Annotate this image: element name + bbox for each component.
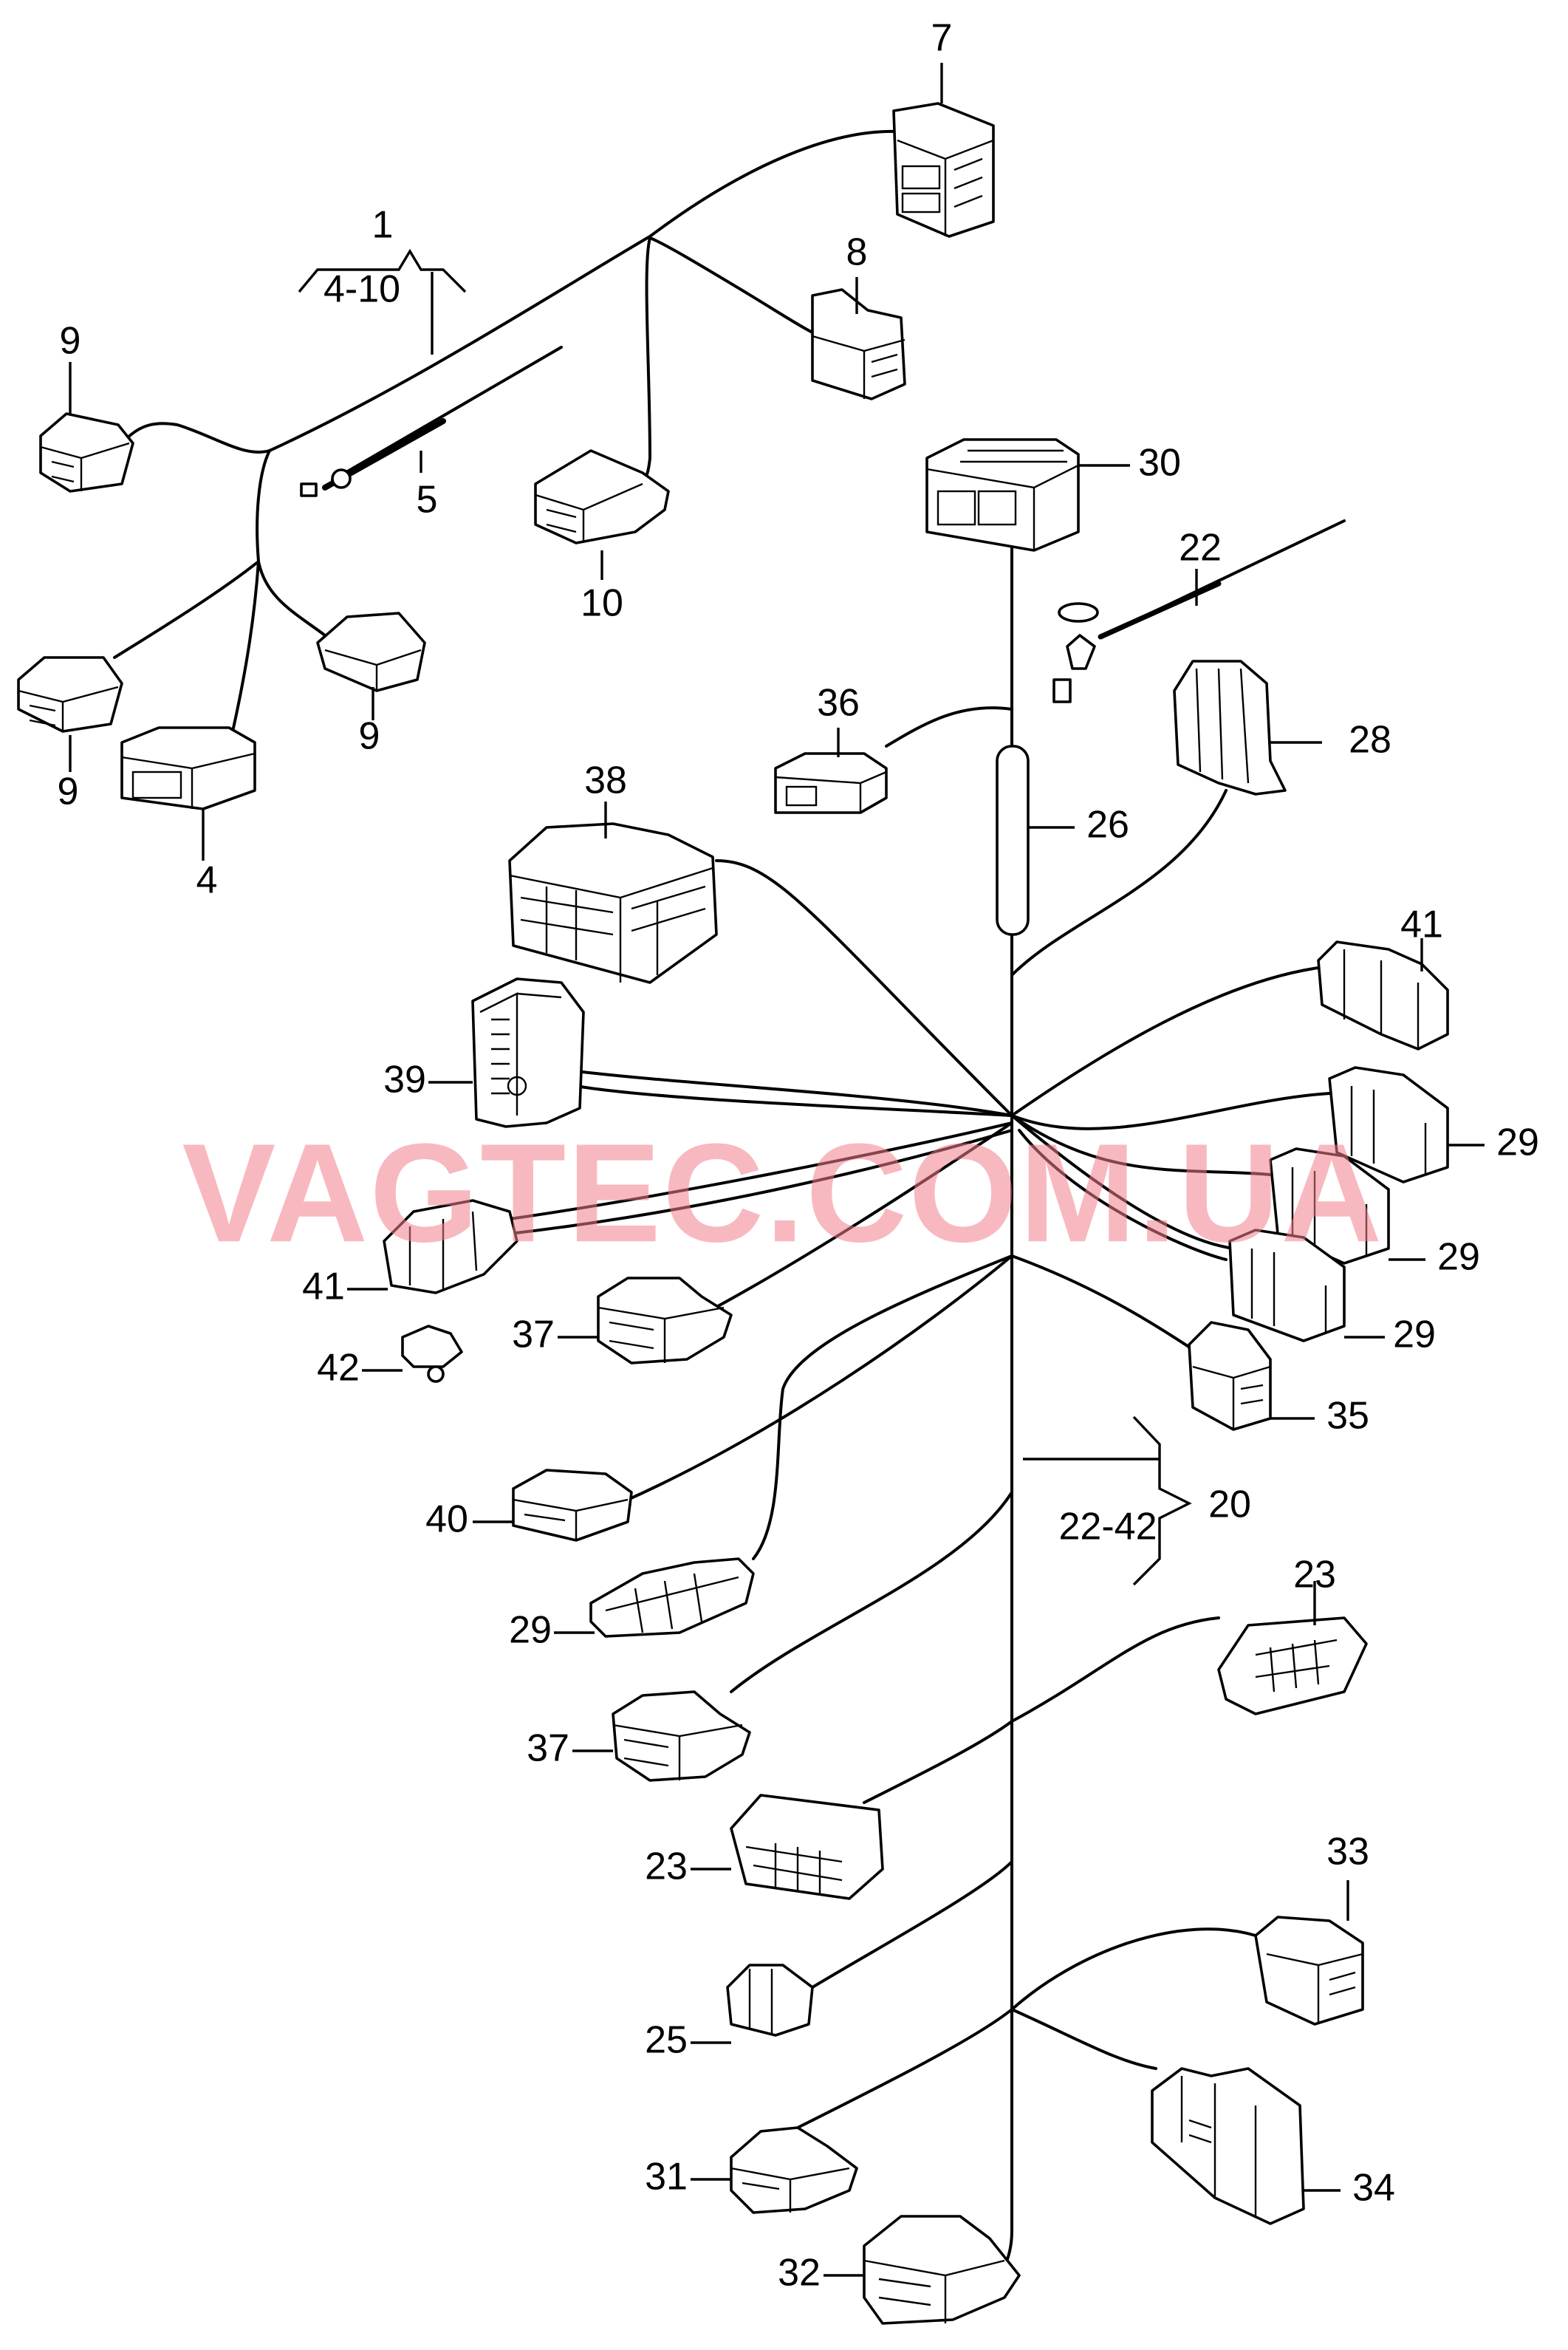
connector-34 [1151, 2067, 1305, 2225]
callout-38: 38 [584, 759, 627, 802]
connector-29-d [589, 1557, 755, 1638]
callout-25: 25 [645, 2019, 688, 2062]
connector-37-b [612, 1690, 751, 1782]
callout-41-b: 41 [302, 1265, 345, 1308]
connector-25 [726, 1964, 814, 2037]
connector-29-c [1228, 1229, 1346, 1342]
connector-23-b [730, 1794, 884, 1900]
connector-7 [892, 102, 995, 238]
group-20-range-label: 22-42 [1059, 1506, 1157, 1548]
callout-9-c: 9 [58, 771, 79, 813]
connector-31 [730, 2126, 858, 2214]
connector-28 [1173, 660, 1287, 796]
callout-28: 28 [1349, 719, 1391, 762]
group-20-bracket [1023, 1415, 1192, 1586]
connector-41-b [383, 1199, 518, 1294]
callout-37-b: 37 [527, 1727, 569, 1770]
connector-37-a [597, 1277, 733, 1364]
connector-23-a [1217, 1616, 1368, 1715]
connector-35 [1188, 1321, 1272, 1431]
connector-9-b [316, 612, 426, 692]
callout-29-a: 29 [1496, 1121, 1539, 1164]
callout-9-a: 9 [60, 320, 81, 363]
connector-8 [811, 288, 906, 400]
group-1-bracket [298, 248, 467, 355]
callout-23-b: 23 [645, 1845, 688, 1888]
callout-33: 33 [1326, 1831, 1369, 1873]
connector-39 [471, 977, 585, 1128]
group-1-range-label: 4-10 [323, 268, 400, 311]
group-1-part-label: 1 [372, 204, 394, 247]
connector-40 [512, 1469, 633, 1542]
connector-41-a [1317, 940, 1449, 1051]
connector-38 [508, 822, 718, 984]
connector-42 [401, 1325, 463, 1383]
callout-9-b: 9 [359, 715, 380, 758]
callout-36: 36 [817, 682, 860, 725]
callout-23-a: 23 [1293, 1554, 1336, 1596]
connector-36 [774, 752, 888, 814]
callout-30: 30 [1138, 442, 1181, 485]
connector-9-c [17, 656, 123, 733]
connector-32 [863, 2215, 1021, 2325]
callout-40: 40 [425, 1498, 468, 1541]
callout-31: 31 [645, 2156, 688, 2199]
callout-29-c: 29 [1393, 1314, 1436, 1356]
harness-1 [113, 129, 899, 733]
callout-29-b: 29 [1437, 1236, 1480, 1279]
connector-33 [1254, 1916, 1364, 2026]
callout-39: 39 [383, 1059, 426, 1101]
callout-26: 26 [1086, 804, 1129, 847]
callout-34: 34 [1352, 2167, 1395, 2210]
connector-4 [120, 726, 256, 810]
callout-5: 5 [417, 479, 438, 522]
callout-37-a: 37 [512, 1314, 555, 1356]
callout-32: 32 [778, 2252, 821, 2295]
callout-29-d: 29 [509, 1609, 552, 1652]
connector-9-a [39, 412, 134, 493]
callout-35: 35 [1326, 1395, 1369, 1438]
callout-8: 8 [846, 231, 868, 274]
callout-42: 42 [317, 1347, 360, 1390]
connector-30 [925, 438, 1080, 552]
connector-10 [534, 449, 670, 544]
harness-20 [508, 519, 1346, 2292]
callout-41-a: 41 [1400, 904, 1443, 946]
watermark-text: VAGTEC.COM.UA [182, 1115, 1384, 1271]
group-20-part-label: 20 [1208, 1483, 1251, 1526]
callout-7: 7 [931, 17, 953, 60]
callout-22: 22 [1179, 527, 1222, 570]
callout-4: 4 [196, 859, 218, 902]
leader-lines [69, 63, 1485, 2277]
callout-10: 10 [581, 582, 623, 625]
